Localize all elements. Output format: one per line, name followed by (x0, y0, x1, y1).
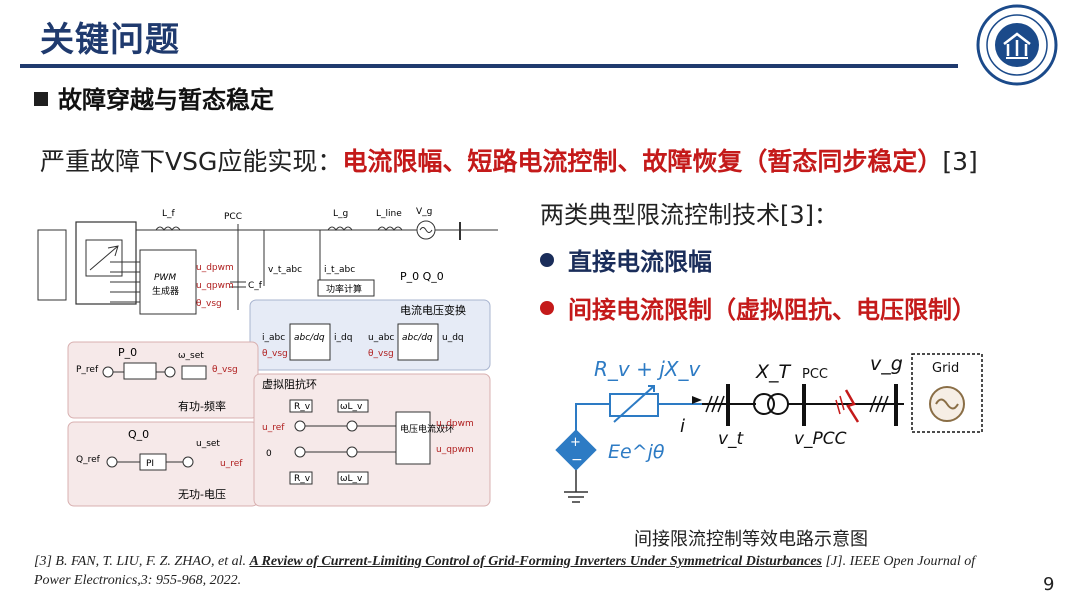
transform-title: 电流电压变换 (400, 303, 466, 317)
label-vg: V_g (416, 207, 432, 217)
label-theta-b: θ_vsg (368, 349, 394, 359)
reactive-power-label: 无功-电压 (178, 488, 226, 501)
xt-label: X_T (755, 361, 792, 383)
technique-direct-limit: 直接电流限幅 (540, 242, 712, 277)
svg-text:−: − (571, 452, 583, 468)
reference-citation: [3] B. FAN, T. LIU, F. Z. ZHAO, et al. A… (34, 552, 994, 590)
section-title: 故障穿越与暂态稳定 (58, 86, 274, 114)
label-theta-top: θ_vsg (196, 299, 222, 309)
abc-dq-block-2: abc/dq (402, 333, 433, 343)
label-i-dq: i_dq (334, 333, 352, 343)
label-pcc: PCC (224, 212, 242, 222)
headline-prefix: 严重故障下VSG应能实现： (40, 147, 343, 176)
reference-title: A Review of Current-Limiting Control of … (249, 554, 822, 569)
label-lline: L_line (376, 209, 402, 219)
page-number: 9 (1043, 574, 1055, 595)
virtual-impedance-title: 虚拟阻抗环 (262, 377, 317, 391)
wlv-block-a: ωL_v (340, 402, 363, 412)
label-zero: 0 (266, 449, 272, 459)
label-p0: P_0 (118, 346, 137, 359)
rv-block-a: R_v (294, 402, 311, 412)
label-uref-a: u_ref (220, 459, 243, 469)
label-theta-c: θ_vsg (212, 365, 238, 375)
label-lg: L_g (333, 209, 348, 219)
label-uqpwm-top: u_qpwm (196, 281, 234, 291)
pwm-label: PWM (154, 273, 176, 283)
label-it-abc: i_t_abc (324, 265, 355, 275)
label-wset: ω_set (178, 351, 204, 361)
reference-authors: [3] B. FAN, T. LIU, F. Z. ZHAO, et al. (34, 554, 250, 569)
wlv-block-b: ωL_v (340, 474, 363, 484)
label-u-dq: u_dq (442, 333, 464, 343)
vpcc-label: v_PCC (794, 429, 847, 449)
label-lf: L_f (162, 209, 176, 219)
label-u-abc: u_abc (368, 333, 394, 343)
page-title: 关键问题 (40, 20, 180, 60)
label-theta-a: θ_vsg (262, 349, 288, 359)
label-vt-abc: v_t_abc (268, 265, 302, 275)
label-uset: u_set (196, 439, 220, 449)
reference-source: [J]. IEEE Open Journal of Power Electron… (34, 554, 976, 588)
label-power: P_0 Q_0 (400, 270, 444, 283)
headline: 严重故障下VSG应能实现：电流限幅、短路电流控制、故障恢复（暂态同步稳定）[3] (40, 142, 978, 178)
abc-dq-block-1: abc/dq (294, 333, 325, 343)
vt-label: v_t (718, 429, 745, 449)
title-divider (20, 64, 958, 68)
power-calc-label: 功率计算 (326, 283, 362, 295)
grid-label: Grid (932, 361, 959, 376)
bullet-dot-icon (540, 301, 554, 315)
technique-indirect-label: 间接电流限制（虚拟阻抗、电压限制） (568, 296, 976, 324)
technique-indirect-limit: 间接电流限制（虚拟阻抗、电压限制） (540, 290, 976, 325)
active-power-label: 有功-频率 (178, 399, 226, 413)
headline-reference: [3] (942, 147, 978, 176)
label-uref-b: u_ref (262, 423, 285, 433)
technique-direct-label: 直接电流限幅 (568, 248, 712, 276)
section-bullet (34, 92, 48, 106)
label-pref: P_ref (76, 365, 99, 375)
pcc-label: PCC (802, 367, 828, 382)
label-q0: Q_0 (128, 428, 149, 441)
pwm-sub-label: 生成器 (152, 285, 179, 297)
rv-block-b: R_v (294, 474, 311, 484)
label-uqpwm: u_qpwm (436, 445, 474, 455)
headline-highlight: 电流限幅、短路电流控制、故障恢复（暂态同步稳定） (342, 147, 943, 176)
label-i-abc: i_abc (262, 333, 285, 343)
figure-caption: 间接限流控制等效电路示意图 (634, 529, 868, 550)
label-qref: Q_ref (76, 455, 101, 465)
university-seal-icon (976, 4, 1058, 86)
svg-text:+: + (570, 435, 581, 450)
equivalent-circuit-diagram: R_v + jX_v + − Ee^jθ i v_t X_T PCC v_PCC… (555, 353, 983, 503)
source-label: Ee^jθ (608, 441, 665, 463)
techniques-intro: 两类典型限流控制技术[3]： (540, 201, 838, 229)
vg-label: v_g (870, 353, 903, 375)
impedance-label: R_v + jX_v (594, 357, 701, 381)
dual-loop-block: 电压电流双环 (400, 423, 454, 435)
current-label: i (680, 416, 685, 437)
label-udpwm: u_dpwm (436, 419, 474, 429)
bullet-dot-icon (540, 253, 554, 267)
vsg-control-diagram: L_f PCC C_f L_g L_line V_g v_t_abc i_t_a… (37, 207, 498, 507)
label-udpwm-top: u_dpwm (196, 263, 234, 273)
pi-block: PI (146, 459, 154, 469)
label-cf: C_f (248, 281, 263, 291)
